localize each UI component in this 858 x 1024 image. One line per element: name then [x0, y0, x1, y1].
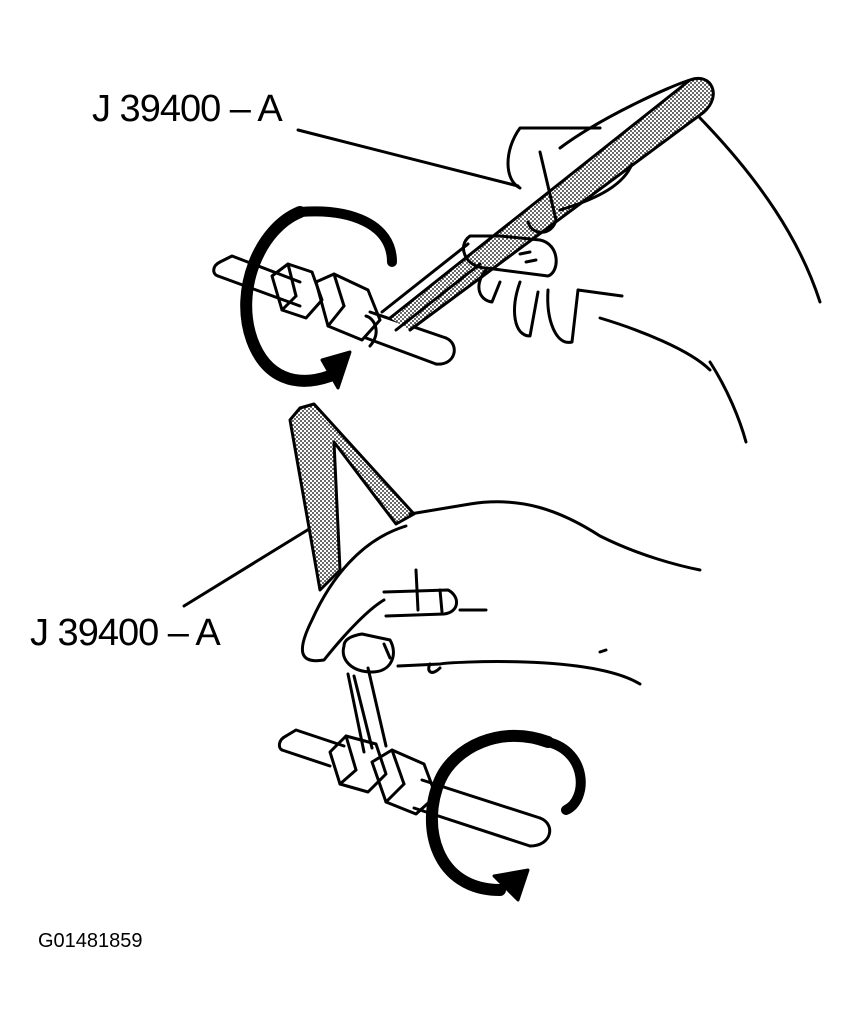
tool-callout-top: J 39400 – A: [92, 88, 283, 130]
rotation-disc-bottom: [425, 729, 586, 902]
figure-id: G01481859: [38, 930, 143, 952]
pipe-bottom: [277, 728, 552, 848]
hand-bottom: [301, 500, 702, 686]
fitting-nuts-bottom: [328, 734, 438, 816]
leader-line-top: [296, 128, 520, 188]
tool-callout-bottom: J 39400 – A: [30, 612, 221, 654]
fitting-nuts-top: [270, 262, 382, 348]
leader-line-bottom: [182, 524, 316, 608]
hand-top: [462, 116, 822, 444]
rotation-disc-top: [240, 206, 397, 390]
strap-wrench-bottom: [288, 402, 416, 754]
